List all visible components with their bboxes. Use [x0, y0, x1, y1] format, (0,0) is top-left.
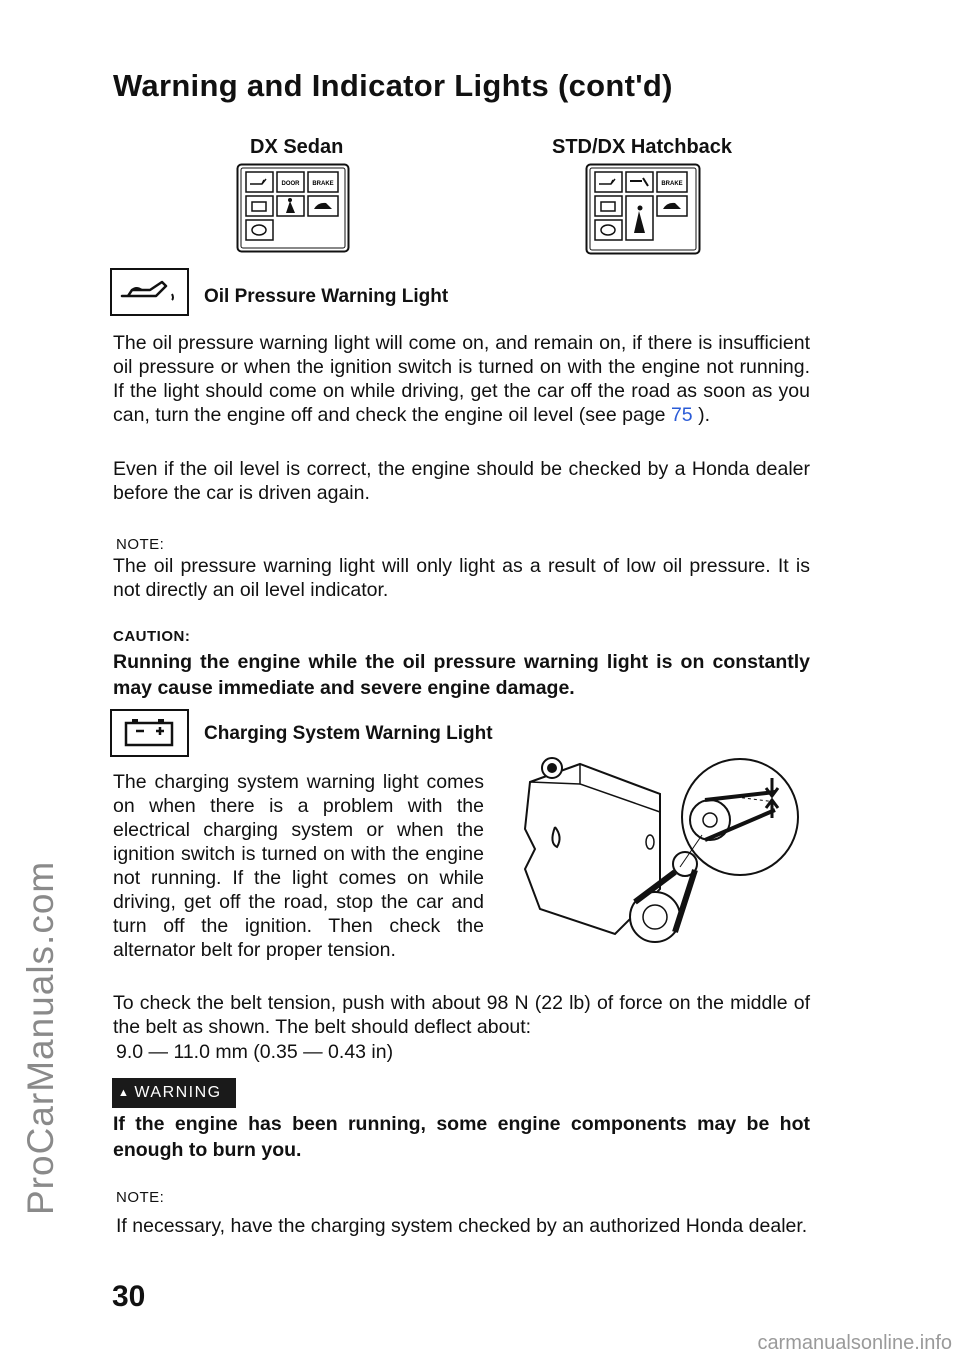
charging-paragraph: The charging system warning light comes … [113, 771, 484, 961]
warning-triangle-icon: ▲ [118, 1087, 131, 1099]
battery-icon [110, 709, 189, 757]
oil-note-text: The oil pressure warning light will only… [113, 555, 810, 601]
hatchback-panel-illustration: BRAKE [585, 163, 701, 260]
dx-sedan-label: DX Sedan [250, 136, 344, 158]
charging-note-text: If necessary, have the charging system c… [116, 1215, 808, 1237]
charging-system-heading: Charging System Warning Light [204, 723, 493, 744]
oil-can-icon [110, 268, 189, 316]
warning-badge-label: WARNING [134, 1084, 222, 1101]
caution-text: Running the engine while the oil pressur… [113, 651, 810, 699]
oil-note-label: NOTE: [116, 536, 165, 553]
page-75-link[interactable]: 75 [670, 404, 693, 426]
oil-pressure-paragraph-2: Even if the oil level is correct, the en… [113, 458, 810, 504]
door-light-label: DOOR [282, 181, 301, 187]
oil-pressure-heading: Oil Pressure Warning Light [204, 286, 449, 307]
page-number: 30 [112, 1280, 146, 1313]
page-title: Warning and Indicator Lights (cont'd) [113, 68, 673, 103]
hatchback-label: STD/DX Hatchback [552, 136, 733, 158]
side-watermark: ProCarManuals.com [20, 860, 61, 1215]
brake-light-label-2: BRAKE [661, 181, 682, 187]
brake-light-label: BRAKE [312, 181, 333, 187]
charging-note-label: NOTE: [116, 1189, 165, 1206]
alternator-belt-illustration [500, 752, 800, 953]
oil-para1-text: The oil pressure warning light will come… [113, 332, 810, 426]
footer-watermark: carmanualsonline.info [757, 1332, 952, 1354]
oil-para1-end: ). [692, 404, 710, 426]
belt-tension-paragraph: To check the belt tension, push with abo… [113, 992, 810, 1038]
warning-text: If the engine has been running, some eng… [113, 1113, 810, 1161]
oil-pressure-paragraph: The oil pressure warning light will come… [113, 331, 810, 427]
caution-label: CAUTION: [113, 628, 191, 645]
belt-deflection-spec: 9.0 — 11.0 mm (0.35 — 0.43 in) [116, 1041, 394, 1063]
dx-sedan-panel-illustration: DOOR BRAKE [236, 163, 350, 258]
warning-badge: ▲ WARNING [112, 1078, 236, 1108]
